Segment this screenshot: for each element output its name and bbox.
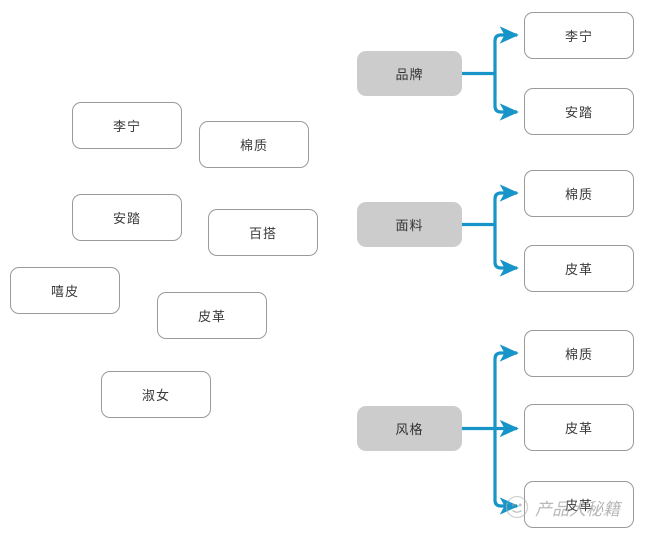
- group-child-brand-0[interactable]: 李宁: [524, 12, 634, 59]
- connector-style-group: [462, 344, 519, 515]
- group-child-fabric-1[interactable]: 皮革: [524, 245, 634, 292]
- group-child-style-2[interactable]: 皮革: [524, 481, 634, 528]
- loose-node-5[interactable]: 皮革: [157, 292, 267, 339]
- loose-node-0[interactable]: 李宁: [72, 102, 182, 149]
- group-child-brand-1[interactable]: 安踏: [524, 88, 634, 135]
- group-parent-fabric[interactable]: 面料: [357, 202, 462, 247]
- loose-node-1[interactable]: 棉质: [199, 121, 309, 168]
- connector-brand-group: [462, 26, 519, 121]
- group-child-style-1[interactable]: 皮革: [524, 404, 634, 451]
- group-child-style-0[interactable]: 棉质: [524, 330, 634, 377]
- group-parent-style[interactable]: 风格: [357, 406, 462, 451]
- loose-node-4[interactable]: 嘻皮: [10, 267, 120, 314]
- loose-node-2[interactable]: 安踏: [72, 194, 182, 241]
- group-child-fabric-0[interactable]: 棉质: [524, 170, 634, 217]
- connector-fabric-group: [462, 184, 519, 277]
- group-parent-brand[interactable]: 品牌: [357, 51, 462, 96]
- loose-node-3[interactable]: 百搭: [208, 209, 318, 256]
- loose-node-6[interactable]: 淑女: [101, 371, 211, 418]
